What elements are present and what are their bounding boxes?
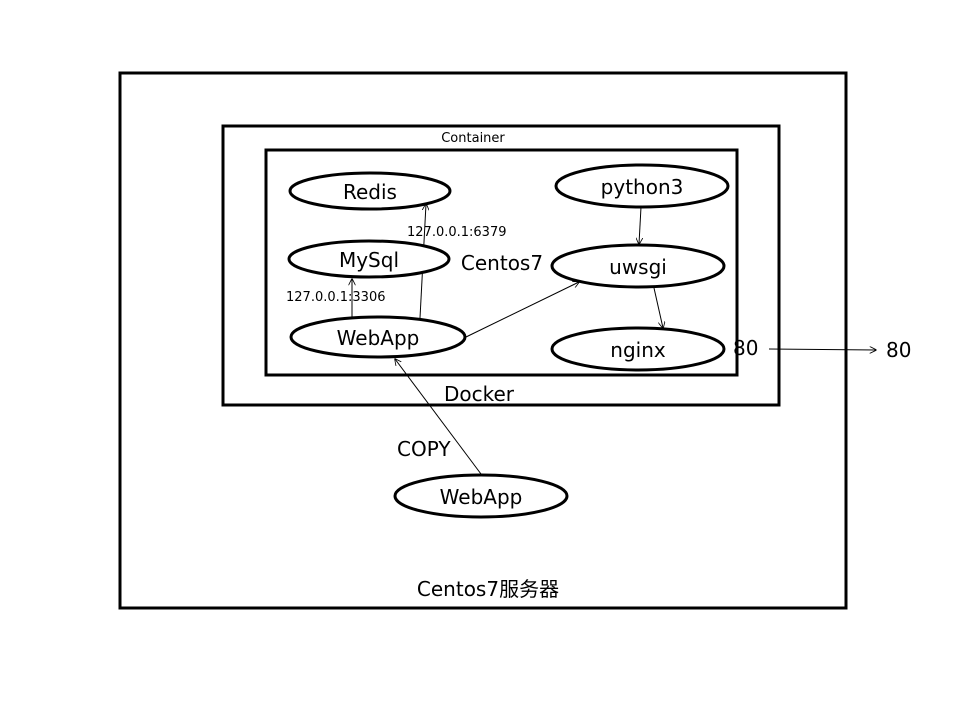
arrow-python3-to-uwsgi — [639, 206, 641, 244]
redis-address-label: 127.0.0.1:6379 — [407, 225, 507, 240]
port-outer-label: 80 — [886, 338, 911, 362]
node-webapp-inner: WebApp — [289, 315, 467, 359]
node-python3-label: python3 — [601, 175, 684, 199]
docker-label: Docker — [444, 382, 515, 406]
node-nginx-label: nginx — [610, 338, 666, 362]
node-uwsgi: uwsgi — [550, 243, 726, 289]
port-inner-label: 80 — [733, 336, 758, 360]
node-mysql: MySql — [287, 239, 451, 279]
centos7-label: Centos7 — [461, 251, 543, 275]
node-nginx: nginx — [550, 326, 726, 372]
copy-label: COPY — [397, 437, 451, 461]
node-redis: Redis — [288, 171, 452, 211]
node-webapp-host-label: WebApp — [440, 485, 523, 509]
container-label: Container — [441, 131, 505, 146]
arrow-copy-webapp — [395, 359, 482, 475]
arrow-port-80 — [768, 349, 876, 350]
docker-box — [221, 124, 781, 407]
node-mysql-label: MySql — [339, 248, 399, 272]
node-uwsgi-label: uwsgi — [609, 255, 667, 279]
host-server-label: Centos7服务器 — [417, 577, 559, 601]
node-redis-label: Redis — [343, 180, 397, 204]
node-python3: python3 — [554, 163, 730, 209]
centos7-container-box — [264, 148, 739, 377]
mysql-address-label: 127.0.0.1:3306 — [286, 290, 386, 305]
arrow-uwsgi-to-nginx — [653, 287, 663, 328]
node-webapp-host: WebApp — [393, 473, 569, 519]
node-webapp-inner-label: WebApp — [337, 326, 420, 350]
arrow-webapp-to-uwsgi — [465, 282, 579, 338]
host-server-box — [118, 71, 848, 610]
